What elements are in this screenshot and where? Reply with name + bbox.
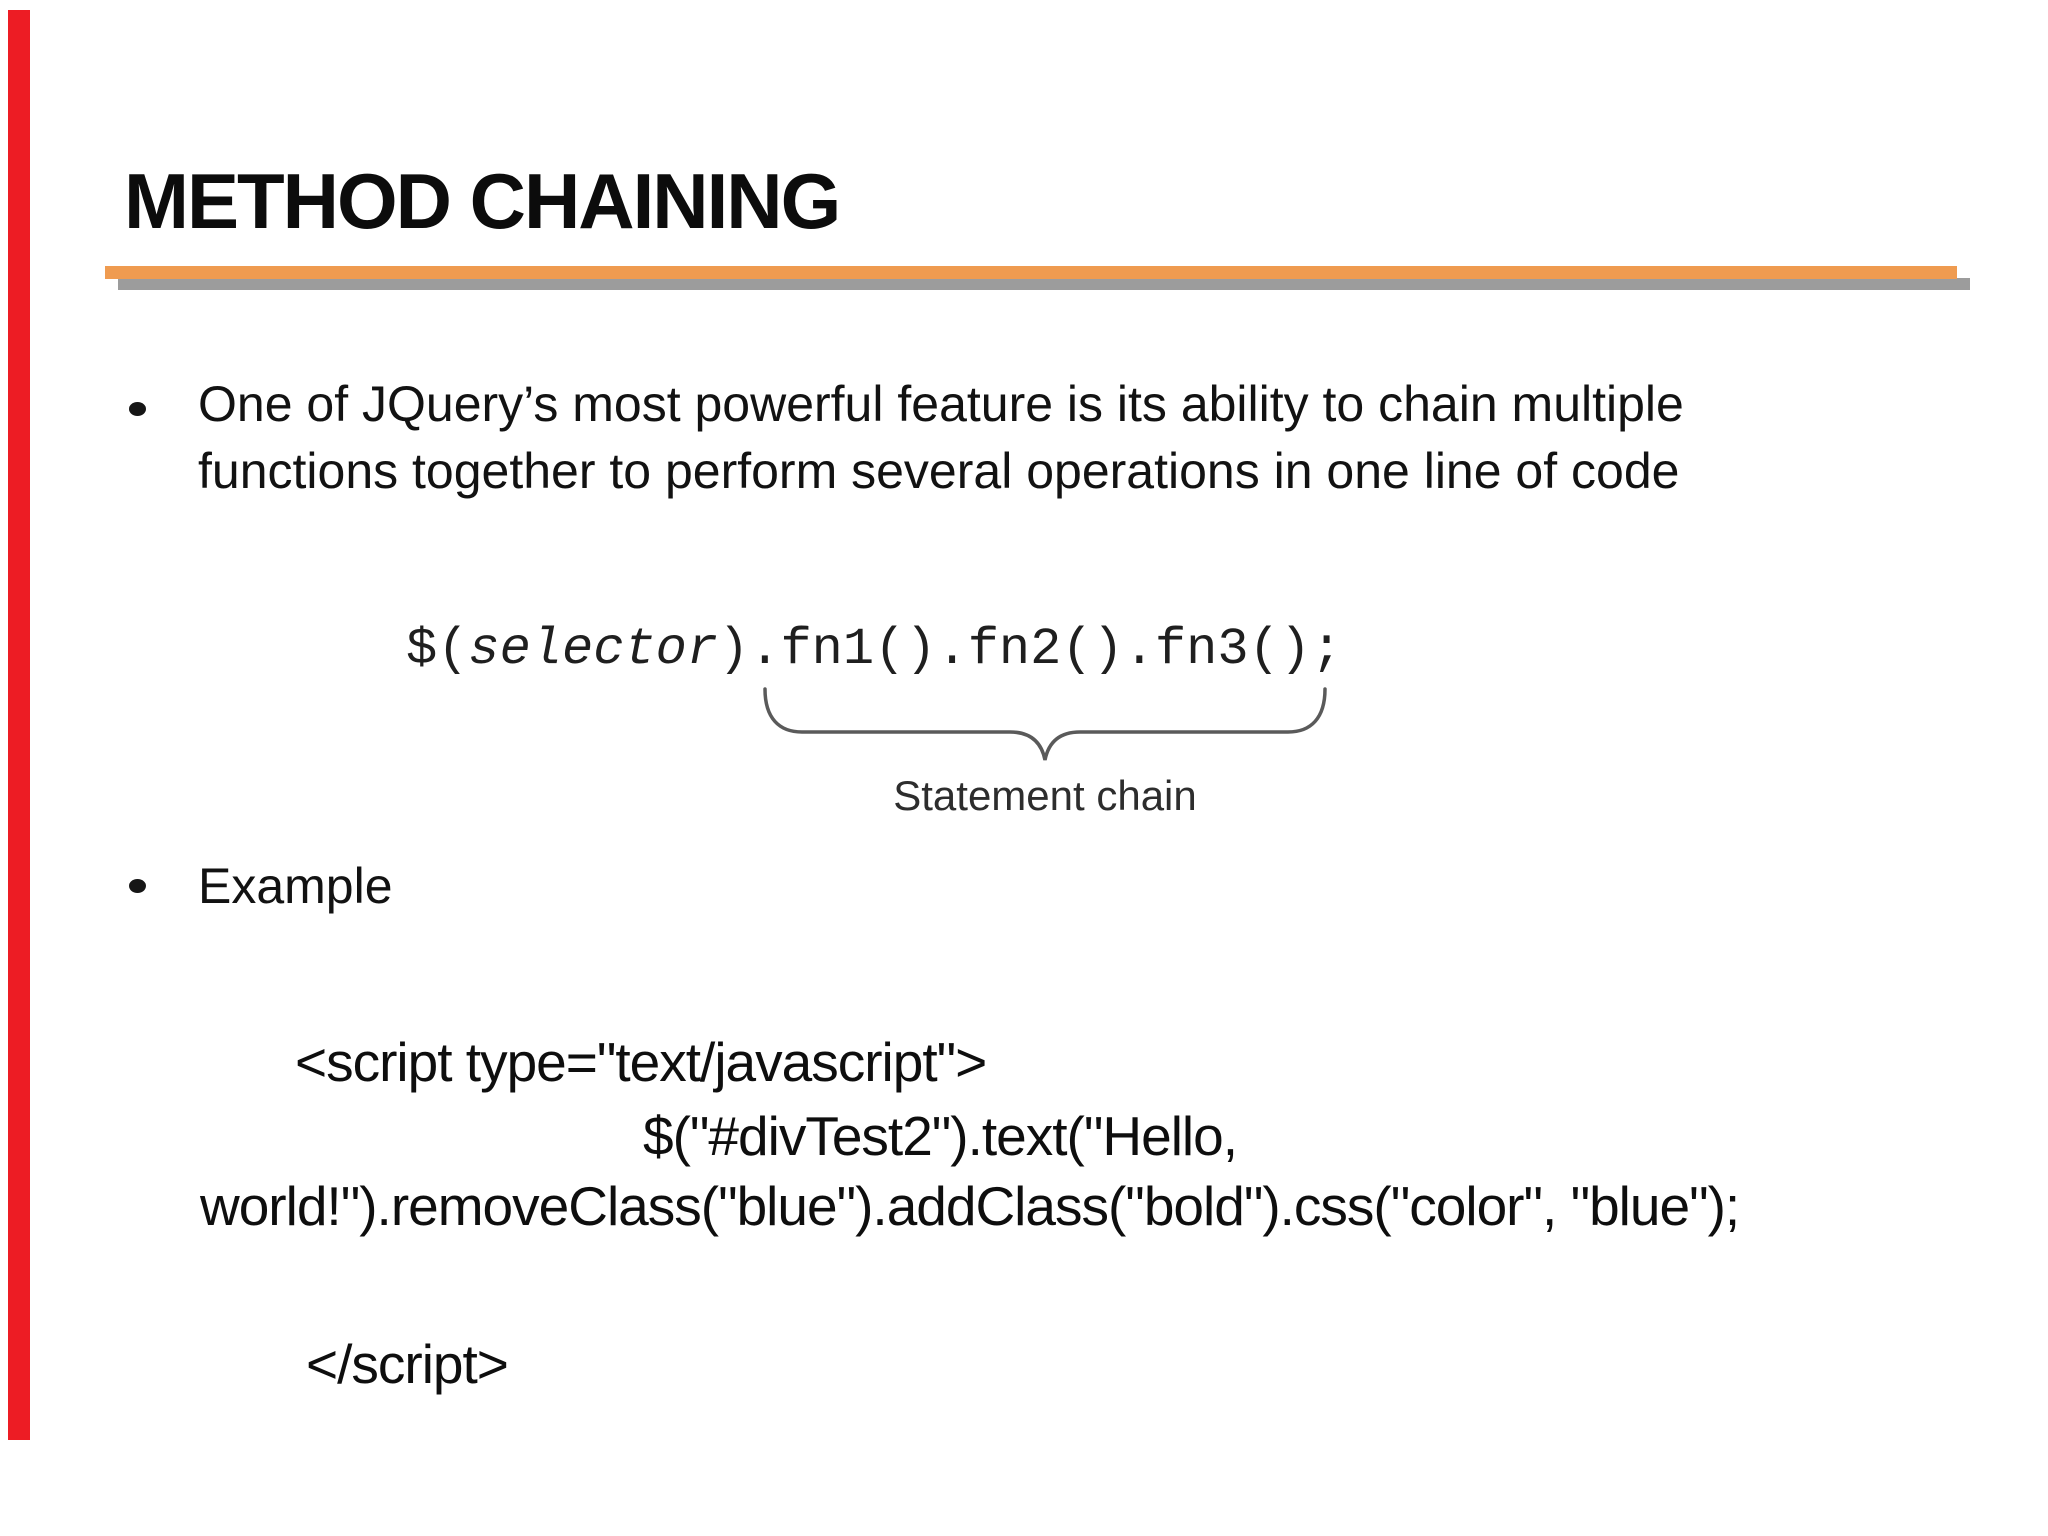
title-rule-shadow	[118, 278, 1970, 290]
title-rule	[105, 266, 1957, 279]
code-chain-line: world!").removeClass("blue").addClass("b…	[200, 1175, 1740, 1237]
slide-title: METHOD CHAINING	[124, 157, 841, 245]
statement-chain-label: Statement chain	[893, 772, 1197, 819]
underbrace-icon	[763, 687, 1327, 761]
code-script-open-line: <script type="text/javascript">	[295, 1031, 987, 1093]
code-divtest2-line: $("#divTest2").text("Hello,	[643, 1105, 1238, 1167]
bullet-text-example: Example	[198, 858, 393, 914]
bullet-text-chaining-intro: One of JQuery’s most powerful feature is…	[198, 376, 1684, 499]
bullet-dot	[129, 879, 146, 893]
figure-code: $(selector).fn1().fn2().fn3();	[406, 620, 1366, 680]
bullet-dot	[129, 402, 146, 416]
figure-code-selector: selector	[468, 620, 719, 679]
left-edge-bar	[8, 10, 30, 1440]
code-script-close-line: </script>	[306, 1333, 509, 1395]
figure-code-suffix: ).fn1().fn2().fn3();	[718, 620, 1343, 679]
figure-code-prefix: $(	[406, 620, 469, 679]
chaining-figure: $(selector).fn1().fn2().fn3(); Statement…	[406, 620, 1366, 830]
